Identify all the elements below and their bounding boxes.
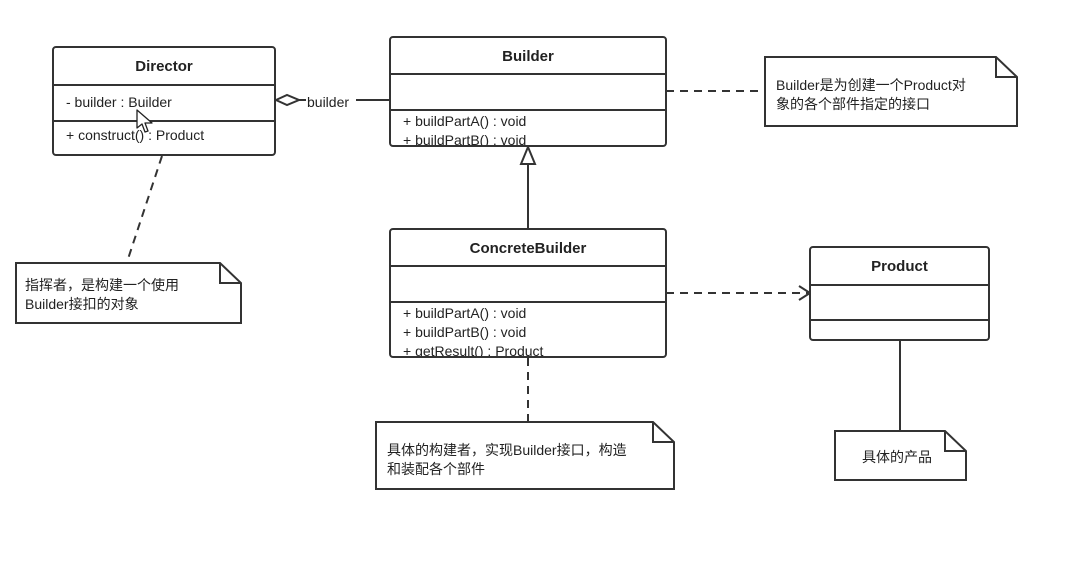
concrete-builder-note[interactable]: 具体的构建者，实现Builder接口，构造 和装配各个部件 xyxy=(375,421,675,490)
generalization-arrowhead xyxy=(519,144,537,165)
note-line: 和装配各个部件 xyxy=(387,461,485,477)
attributes-section xyxy=(811,286,988,321)
mouse-cursor-icon xyxy=(136,109,153,133)
product-class[interactable]: Product xyxy=(809,246,990,341)
concrete-builder-class[interactable]: ConcreteBuilder + buildPartA() : void + … xyxy=(389,228,667,358)
director-note[interactable]: 指挥者，是构建一个使用 Builder接扣的对象 xyxy=(15,262,242,324)
method-build-part-b: + buildPartB() : void xyxy=(403,324,527,340)
method-build-part-a: + buildPartA() : void xyxy=(403,305,527,321)
note-shape xyxy=(764,56,1018,127)
note-line: 具体的构建者，实现Builder接口，构造 xyxy=(387,442,627,458)
director-class[interactable]: Director - builder : Builder + construct… xyxy=(52,46,276,156)
method-build-part-a: + buildPartA() : void xyxy=(403,113,527,129)
note-shape xyxy=(15,262,242,324)
attributes-section xyxy=(391,267,665,303)
methods-section: + buildPartA() : void + buildPartB() : v… xyxy=(391,303,665,358)
methods-section: + buildPartA() : void + buildPartB() : v… xyxy=(391,111,665,147)
method-construct: + construct() : Product xyxy=(66,127,205,143)
attribute-builder: - builder : Builder xyxy=(66,94,172,110)
note-shape xyxy=(834,430,967,481)
note-line: 象的各个部件指定的接口 xyxy=(776,96,930,112)
director-note-anchor xyxy=(126,155,163,263)
class-name: ConcreteBuilder xyxy=(391,230,665,267)
note-line: 具体的产品 xyxy=(862,449,932,465)
note-line: 指挥者，是构建一个使用 xyxy=(25,277,179,293)
class-name: Builder xyxy=(391,38,665,75)
aggregation-label: builder xyxy=(306,94,351,110)
class-name: Product xyxy=(811,248,988,286)
attributes-section: - builder : Builder xyxy=(54,86,274,122)
method-get-result: + getResult() : Product xyxy=(403,343,544,358)
class-name: Director xyxy=(54,48,274,86)
builder-note[interactable]: Builder是为创建一个Product对 象的各个部件指定的接口 xyxy=(764,56,1018,127)
aggregation-diamond xyxy=(273,93,302,107)
product-note[interactable]: 具体的产品 xyxy=(834,430,967,481)
note-shape xyxy=(375,421,675,490)
methods-section: + construct() : Product xyxy=(54,122,274,145)
attributes-section xyxy=(391,75,665,111)
builder-class[interactable]: Builder + buildPartA() : void + buildPar… xyxy=(389,36,667,147)
note-line: Builder接扣的对象 xyxy=(25,296,139,312)
method-build-part-b: + buildPartB() : void xyxy=(403,132,527,147)
note-line: Builder是为创建一个Product对 xyxy=(776,77,966,93)
